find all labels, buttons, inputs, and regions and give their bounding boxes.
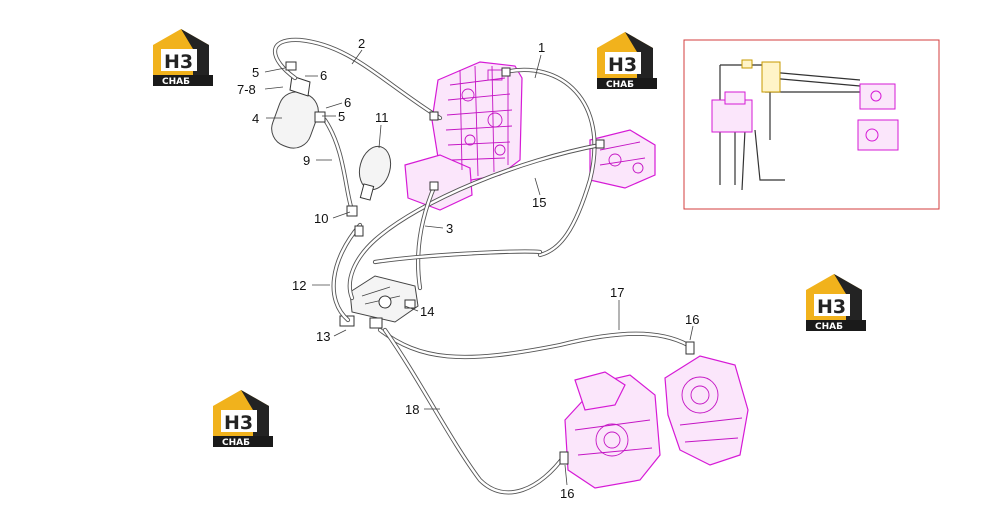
callout-11: 11 (375, 110, 389, 125)
callout-15: 15 (532, 195, 546, 210)
callout-labels: 1 2 3 4 5 5 6 6 7-8 9 10 11 12 13 14 15 … (237, 36, 699, 501)
logo-top-left: H3 СНАБ (153, 29, 213, 87)
callout-1: 1 (538, 40, 545, 55)
callout-5b: 5 (338, 109, 345, 124)
logo-letters: H3 (164, 51, 193, 73)
callout-17: 17 (610, 285, 624, 300)
callout-2: 2 (358, 36, 365, 51)
callout-7-8: 7-8 (237, 82, 256, 97)
callout-13: 13 (316, 329, 330, 344)
callout-10: 10 (314, 211, 328, 226)
logo-letters: H3 (817, 296, 846, 318)
logo-right: H3 СНАБ (806, 274, 866, 332)
logo-word: СНАБ (222, 438, 250, 448)
callout-14: 14 (420, 304, 434, 319)
auxiliary-pump (589, 129, 656, 189)
callout-9: 9 (303, 153, 310, 168)
leader-lines (264, 49, 694, 486)
logo-word: СНАБ (815, 322, 843, 332)
logo-letters: H3 (224, 412, 253, 434)
inset-overview (683, 39, 940, 210)
callout-6a: 6 (320, 68, 327, 83)
logo-bottom-left: H3 СНАБ (213, 390, 273, 448)
hose-fittings (285, 61, 695, 465)
callout-12: 12 (292, 278, 306, 293)
callout-16b: 16 (560, 486, 574, 501)
main-pump-left (564, 371, 661, 489)
callout-6b: 6 (344, 95, 351, 110)
callout-4: 4 (252, 111, 259, 126)
accumulator-11 (358, 145, 392, 201)
filter-4 (271, 75, 319, 149)
main-pump-right (664, 355, 749, 466)
callout-18: 18 (405, 402, 419, 417)
logo-letters: H3 (608, 54, 637, 76)
hose-lines (272, 37, 691, 495)
logo-word: СНАБ (606, 80, 634, 90)
callout-3: 3 (446, 221, 453, 236)
callout-5a: 5 (252, 65, 259, 80)
logo-top-center: H3 СНАБ (597, 32, 657, 90)
logo-word: СНАБ (162, 77, 190, 87)
callout-16a: 16 (685, 312, 699, 327)
